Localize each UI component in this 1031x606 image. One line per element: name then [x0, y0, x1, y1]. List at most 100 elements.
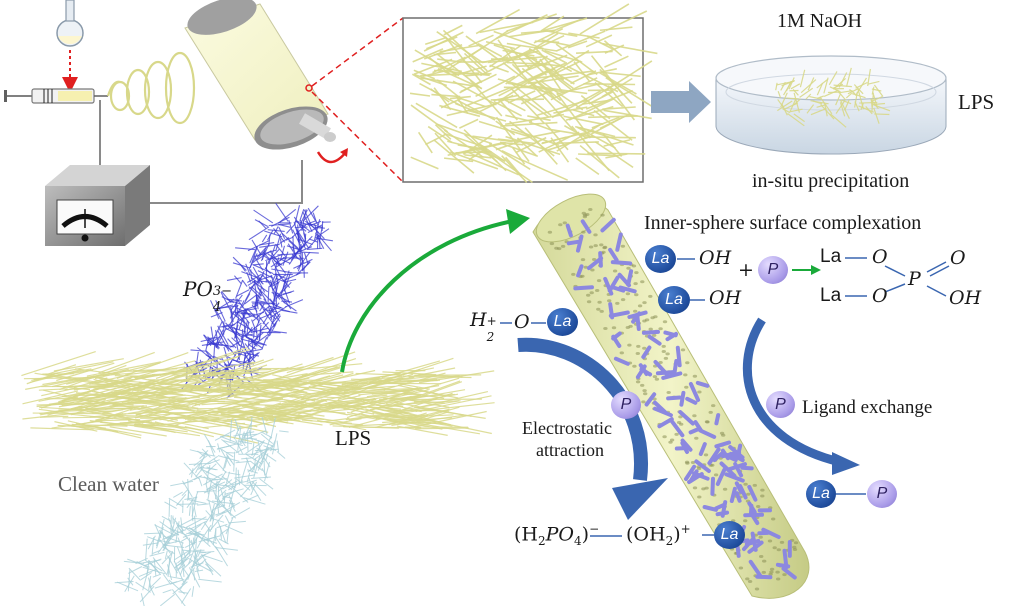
- fiber-strand: [201, 451, 207, 463]
- fiber-strand: [254, 219, 269, 227]
- fiber-strand: [507, 82, 565, 93]
- fiber-strand: [568, 98, 615, 121]
- fiber-strand: [188, 531, 210, 542]
- o-label-3: O: [950, 247, 966, 269]
- fiber-strand: [260, 243, 270, 262]
- fiber-strand: [61, 395, 118, 406]
- fiber-strand: [411, 73, 431, 86]
- fiber-strand: [154, 524, 174, 535]
- fiber-strand: [435, 52, 483, 90]
- fiber-strand: [489, 44, 522, 68]
- fiber-strand: [166, 532, 177, 543]
- fiber-strand: [224, 483, 233, 491]
- fiber-strand: [837, 91, 847, 101]
- electrostatic-label-1: Electrostatic: [522, 418, 612, 438]
- fiber-strand: [281, 232, 299, 249]
- pore: [571, 272, 576, 276]
- fiber-strand: [231, 415, 270, 426]
- fiber-strand: [245, 263, 251, 276]
- fiber-strand: [260, 452, 271, 468]
- fiber-strand: [272, 330, 287, 334]
- fiber-strand: [436, 30, 483, 63]
- fiber-strand: [214, 534, 228, 556]
- fiber-strand: [793, 92, 800, 113]
- fiber-strand: [267, 286, 270, 303]
- p-ball-2: P: [611, 391, 641, 419]
- fiber-strand: [207, 370, 259, 382]
- fiber-strand: [295, 392, 361, 407]
- fiber-strand: [549, 128, 591, 137]
- fiber-strand: [839, 102, 846, 117]
- pore: [652, 375, 658, 379]
- fiber-strand: [253, 255, 264, 271]
- fiber-strand: [244, 340, 260, 359]
- fiber-strand: [459, 80, 482, 94]
- fiber-strand: [829, 113, 847, 128]
- fiber-strand: [233, 275, 242, 285]
- pore: [619, 351, 624, 355]
- fiber-strand: [288, 240, 299, 251]
- fiber-strand: [845, 92, 853, 99]
- fiber-strand: [436, 123, 493, 145]
- fiber-strand: [242, 320, 249, 338]
- fiber-strand: [265, 253, 283, 262]
- p-ball-3: P: [766, 391, 795, 418]
- pore: [745, 577, 750, 581]
- pore: [779, 540, 785, 544]
- fiber-strand: [820, 104, 835, 120]
- h2po4-label: (H2PO4)−: [514, 522, 600, 549]
- fiber-strand: [443, 129, 484, 159]
- fiber-strand: [166, 555, 179, 574]
- fiber-strand: [277, 253, 301, 256]
- fiber-strand: [269, 398, 329, 420]
- fiber-strand: [790, 108, 803, 113]
- fiber-strand: [152, 549, 161, 554]
- fiber-strand: [463, 52, 488, 76]
- fiber-strand: [203, 433, 216, 453]
- fiber-strand: [86, 361, 162, 377]
- process-arrow: [651, 81, 711, 123]
- fiber-strand: [243, 308, 248, 319]
- fiber-strand: [430, 88, 450, 103]
- fiber-strand: [215, 309, 228, 330]
- fiber-strand: [217, 521, 227, 544]
- fiber-strand: [603, 109, 652, 120]
- fiber-strand: [220, 291, 231, 311]
- fiber-strand: [388, 412, 427, 426]
- fiber-strand: [292, 245, 296, 255]
- la-rod: [729, 486, 737, 503]
- fiber-strand: [215, 545, 229, 567]
- fiber-strand: [235, 280, 244, 299]
- fiber-strand: [174, 361, 256, 377]
- fiber-strand: [249, 246, 258, 269]
- fiber-strand: [259, 321, 269, 333]
- fiber-strand: [377, 387, 421, 391]
- fiber-strand: [245, 453, 263, 465]
- fiber-strand: [173, 388, 255, 405]
- pore: [635, 380, 641, 384]
- fiber-strand: [810, 107, 827, 116]
- la-ball-3: La: [547, 308, 578, 336]
- fiber-strand: [282, 270, 290, 290]
- fiber-strand: [255, 318, 261, 328]
- fiber-strand: [42, 371, 119, 386]
- fiber-strand: [555, 43, 598, 76]
- fiber-strand: [220, 525, 222, 540]
- fiber-strand: [180, 588, 192, 604]
- fiber-strand: [262, 275, 273, 285]
- fiber-strand: [799, 87, 814, 98]
- fiber-strand: [196, 490, 216, 493]
- fiber-strand: [346, 378, 390, 391]
- fiber-strand: [599, 26, 633, 32]
- pore: [580, 274, 585, 278]
- fiber-strand: [193, 569, 196, 581]
- fiber-strand: [245, 430, 266, 440]
- pore: [596, 279, 602, 283]
- fiber-strand: [578, 153, 619, 157]
- fiber-strand: [454, 65, 487, 77]
- fiber-strand: [198, 578, 222, 583]
- pore: [633, 309, 638, 313]
- pore: [581, 230, 586, 234]
- pore: [599, 309, 604, 313]
